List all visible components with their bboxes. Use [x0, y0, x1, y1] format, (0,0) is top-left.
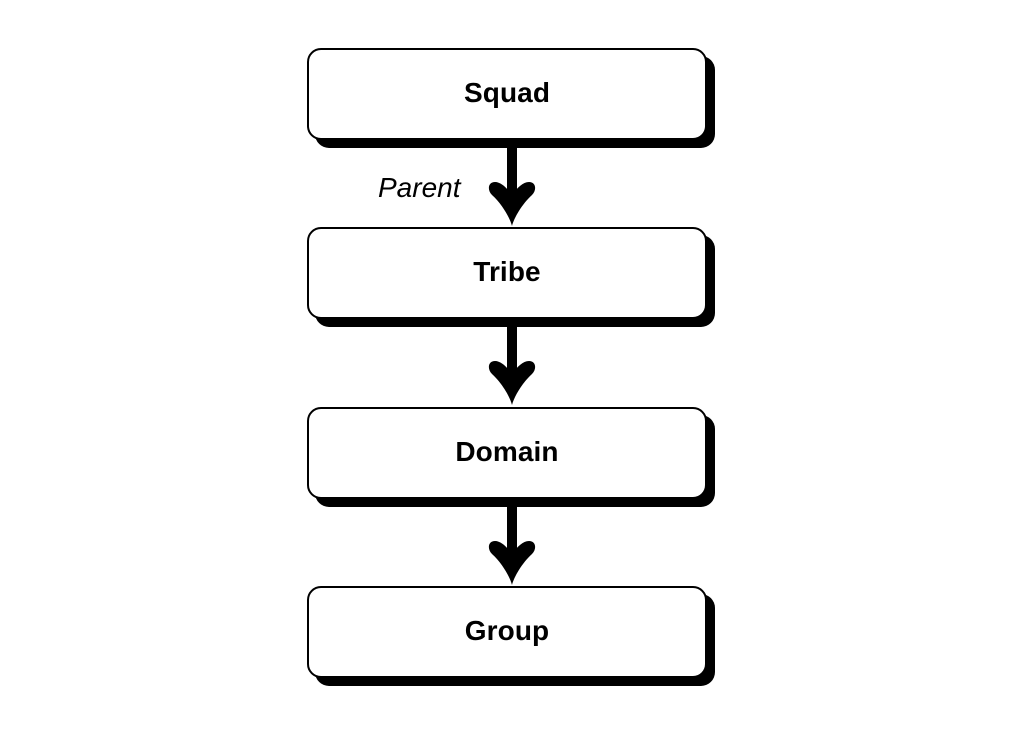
node-group-label: Group — [464, 615, 550, 646]
edge-tribe-domain-arrow — [482, 317, 542, 409]
node-domain-label: Domain — [455, 436, 559, 467]
edge-squad-tribe-arrow — [482, 138, 542, 230]
node-domain[interactable]: Domain — [307, 407, 707, 499]
node-tribe-label: Tribe — [473, 256, 541, 287]
edge-domain-group-arrow — [482, 497, 542, 589]
node-tribe[interactable]: Tribe — [307, 227, 707, 319]
node-squad-label: Squad — [463, 77, 551, 108]
node-group[interactable]: Group — [307, 586, 707, 678]
node-squad[interactable]: Squad — [307, 48, 707, 140]
edge-squad-tribe-label: Parent — [378, 172, 461, 203]
